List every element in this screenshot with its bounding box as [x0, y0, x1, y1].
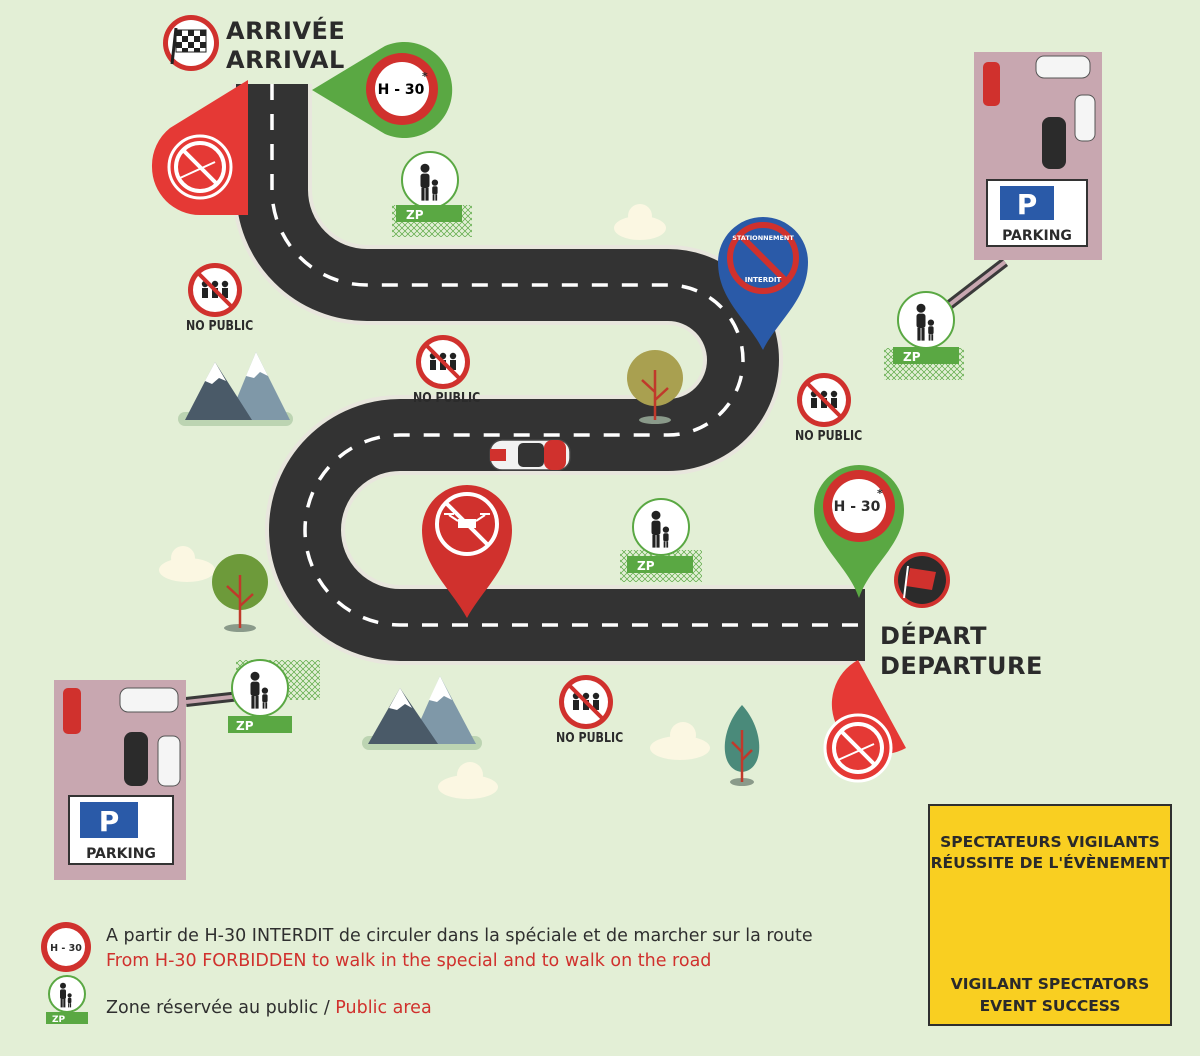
tree-icon [212, 554, 268, 632]
no-public-label: NO PUBLIC [186, 319, 254, 334]
no-spectator-line-pin-bottom [823, 660, 906, 783]
arrival-label-en: ARRIVAL [226, 46, 345, 74]
no-spectator-line-pin-top [151, 80, 248, 215]
public-zone-icon: ZP [392, 151, 472, 237]
svg-text:ZP: ZP [637, 559, 655, 573]
vigilance-line-1: SPECTATEURS VIGILANTS [940, 833, 1160, 851]
public-zone-icon: ZP [884, 291, 964, 380]
svg-text:P: P [99, 805, 120, 838]
parking-lot-bottom: P PARKING [54, 680, 186, 880]
public-zone-icon: ZP [228, 659, 320, 733]
svg-text:ZP: ZP [903, 350, 921, 364]
no-public-icon [416, 335, 470, 389]
legend-zone-text-fr: Zone réservée au public / [106, 998, 330, 1018]
svg-text:PARKING: PARKING [1002, 228, 1072, 244]
cloud-icon [614, 204, 666, 240]
public-zone-icon: ZP [620, 498, 702, 582]
vigilance-line-3: VIGILANT SPECTATORS [950, 975, 1150, 993]
legend-zone-text-en: Public area [335, 998, 432, 1018]
svg-text:STATIONNEMENT: STATIONNEMENT [732, 234, 794, 242]
legend-h30-icon: H - 30 [41, 922, 91, 972]
h30-pin-arrival: H - 30 * [312, 42, 453, 138]
svg-text:H - 30: H - 30 [378, 82, 425, 98]
svg-text:P: P [1017, 188, 1038, 221]
cloud-icon [438, 762, 498, 799]
parking-lot-top: P PARKING [974, 52, 1102, 260]
rally-road [232, 84, 865, 665]
no-public-icon [188, 263, 242, 317]
no-drone-pin-icon [422, 485, 512, 618]
svg-text:ZP: ZP [52, 1015, 66, 1025]
rally-car-icon [489, 439, 571, 471]
svg-text:H - 30: H - 30 [50, 943, 82, 954]
mountain-icon [362, 676, 482, 750]
svg-text:ZP: ZP [406, 208, 424, 222]
no-public-icon [559, 675, 613, 729]
legend-zone-text: Zone réservée au public / Public area [106, 998, 432, 1018]
tree-icon [724, 705, 760, 786]
svg-text:ZP: ZP [236, 719, 254, 733]
legend-h30-text-fr: A partir de H-30 INTERDIT de circuler da… [106, 926, 813, 946]
no-public-icon [797, 373, 851, 427]
mountain-icon [178, 352, 293, 426]
no-public-label: NO PUBLIC [556, 731, 624, 746]
vigilance-box: SPECTATEURS VIGILANTS RÉUSSITE DE L'ÉVÈN… [928, 804, 1172, 1026]
svg-text:*: * [422, 70, 428, 83]
svg-text:H - 30: H - 30 [834, 499, 881, 515]
no-public-label: NO PUBLIC [795, 429, 863, 444]
tree-icon [627, 350, 683, 424]
cloud-icon [159, 546, 215, 582]
legend-h30-text-en: From H-30 FORBIDDEN to walk in the speci… [106, 951, 712, 971]
vigilance-line-2: RÉUSSITE DE L'ÉVÈNEMENT [930, 854, 1170, 872]
red-flag-icon [894, 552, 950, 608]
no-public-label: NO PUBLIC [413, 391, 481, 406]
svg-text:INTERDIT: INTERDIT [745, 276, 782, 284]
h30-pin-departure: H - 30 * [814, 465, 904, 598]
cloud-icon [650, 722, 710, 760]
svg-text:PARKING: PARKING [86, 846, 156, 862]
svg-text:*: * [877, 487, 883, 500]
departure-label-en: DEPARTURE [880, 652, 1043, 680]
departure-label-fr: DÉPART [880, 622, 988, 650]
legend-public-zone-icon: ZP [46, 975, 88, 1025]
vigilance-line-4: EVENT SUCCESS [979, 997, 1121, 1015]
checkered-flag-icon [163, 15, 219, 71]
arrival-label-fr: ARRIVÉE [226, 17, 346, 45]
no-parking-pin-icon: STATIONNEMENT INTERDIT [718, 217, 808, 350]
